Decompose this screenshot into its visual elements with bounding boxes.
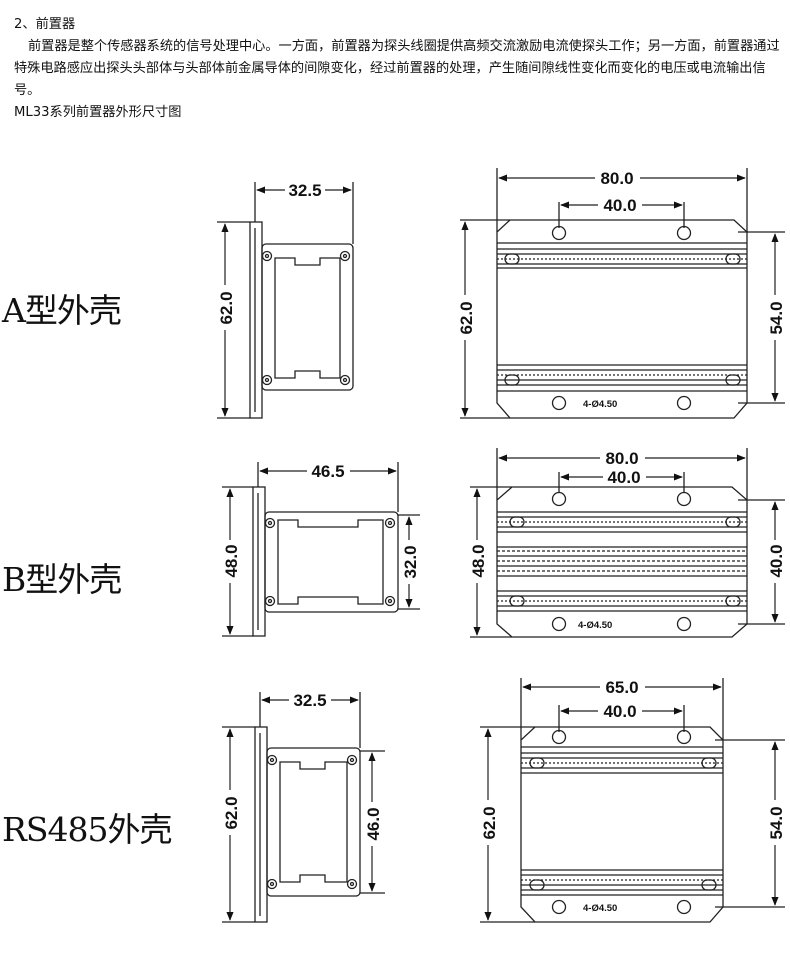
side-view-b bbox=[222, 462, 420, 637]
figure-caption: ML33系列前置器外形尺寸图 bbox=[14, 105, 182, 120]
dim-text: 54.0 bbox=[767, 301, 786, 334]
side-view-rs485 bbox=[222, 692, 385, 923]
dim-text: 80.0 bbox=[605, 449, 638, 468]
side-view-a bbox=[217, 182, 354, 419]
dim-text: 80.0 bbox=[600, 169, 633, 188]
dim-text: 62.0 bbox=[480, 806, 499, 839]
housing-label-a: A型外壳 bbox=[2, 291, 122, 330]
hole-callout: 4-Ø4.50 bbox=[578, 620, 612, 631]
dim-text: 46.5 bbox=[311, 462, 344, 481]
dim-text: 54.0 bbox=[767, 806, 786, 839]
description-paragraph: 前置器是整个传感器系统的信号处理中心。一方面，前置器为探头线圈提供高频交流激励电… bbox=[14, 39, 780, 98]
housing-label-b: B型外壳 bbox=[2, 560, 122, 599]
dim-text: 48.0 bbox=[469, 544, 488, 577]
dim-text: 40.0 bbox=[607, 468, 640, 487]
dim-text: 40.0 bbox=[603, 702, 636, 721]
housing-label-rs485: RS485外壳 bbox=[2, 810, 172, 849]
dim-text: 40.0 bbox=[767, 544, 786, 577]
dim-text: 32.5 bbox=[288, 181, 321, 200]
dim-text: 32.0 bbox=[401, 545, 420, 578]
dim-text: 65.0 bbox=[605, 678, 638, 697]
dim-text: 62.0 bbox=[457, 301, 476, 334]
section-heading: 2、前置器 bbox=[14, 17, 76, 32]
hole-callout: 4-Ø4.50 bbox=[583, 903, 617, 914]
dim-text: 48.0 bbox=[222, 544, 241, 577]
dim-text: 46.0 bbox=[364, 807, 383, 840]
dim-text: 62.0 bbox=[222, 796, 241, 829]
front-view-rs485 bbox=[480, 678, 785, 923]
dim-text: 32.5 bbox=[293, 691, 326, 710]
front-view-b bbox=[470, 448, 785, 638]
dim-text: 62.0 bbox=[217, 291, 236, 324]
hole-callout: 4-Ø4.50 bbox=[583, 399, 617, 410]
dim-text: 40.0 bbox=[603, 196, 636, 215]
intro-text: 2、前置器 前置器是整个传感器系统的信号处理中心。一方面，前置器为探头线圈提供高… bbox=[14, 14, 784, 124]
front-view-a bbox=[460, 168, 785, 419]
